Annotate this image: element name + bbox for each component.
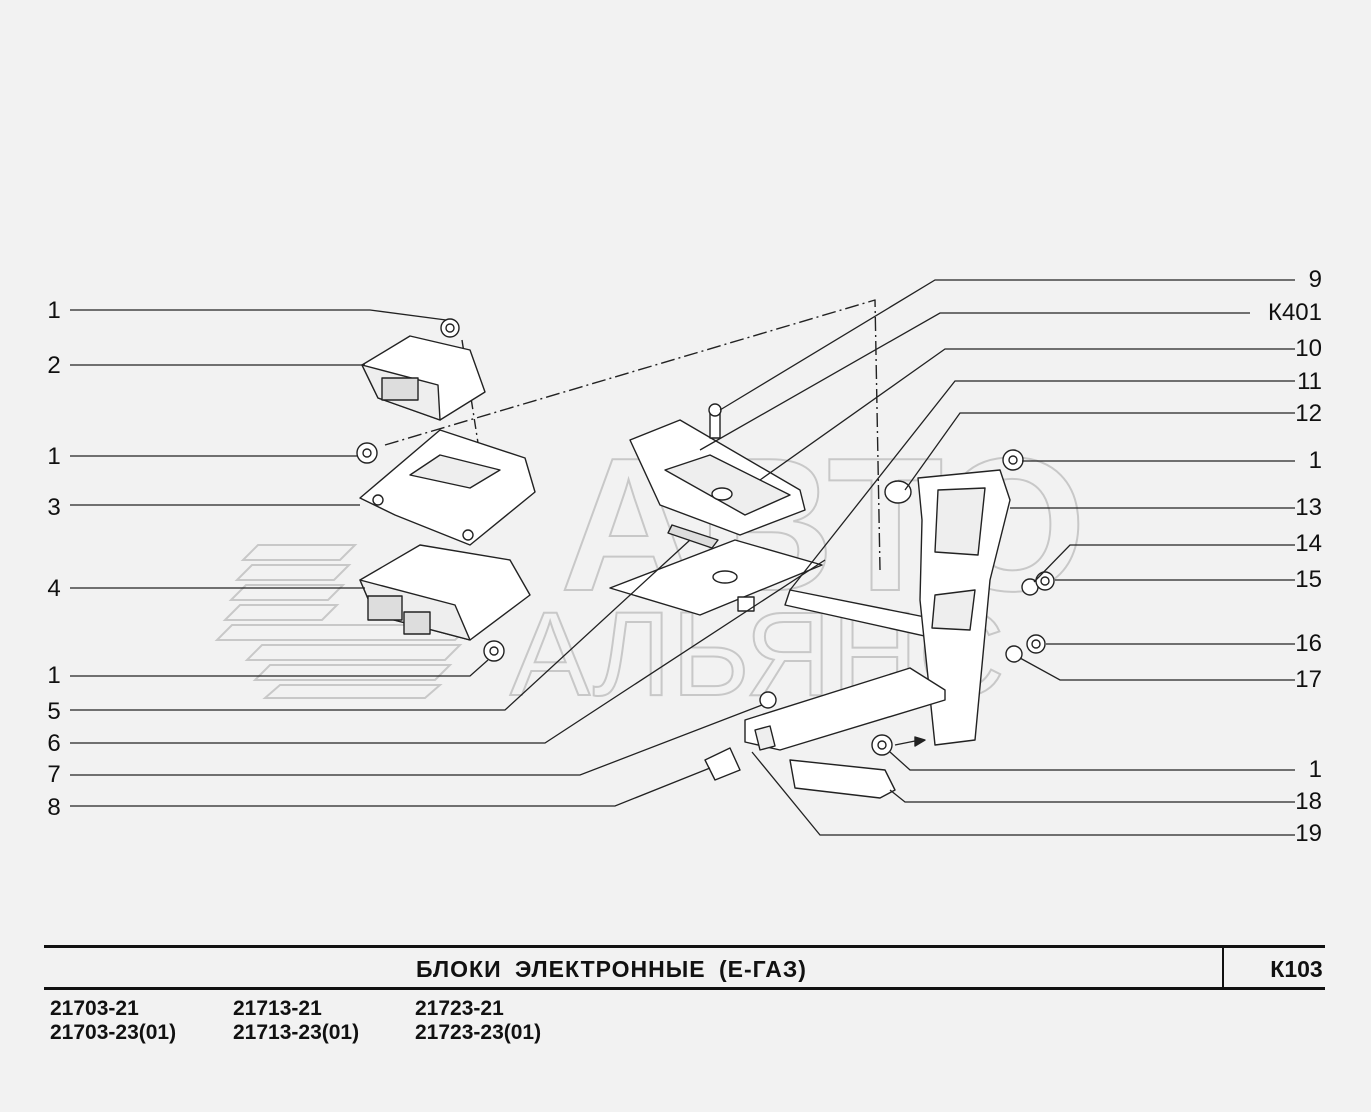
page-title: БЛОКИ ЭЛЕКТРОННЫЕ (Е-ГАЗ) bbox=[416, 956, 807, 982]
nut-15 bbox=[1035, 571, 1055, 591]
exploded-parts-diagram: АВТО АЛЬЯНС bbox=[70, 279, 1295, 836]
callout-right-6: 1 bbox=[1308, 447, 1322, 474]
control-unit-upper bbox=[361, 335, 486, 421]
callout-left-10: 8 bbox=[47, 794, 61, 821]
arrow bbox=[894, 740, 916, 746]
vertical-bracket bbox=[917, 469, 1011, 746]
control-unit-lower bbox=[359, 544, 531, 641]
bushing-12 bbox=[884, 480, 912, 504]
callout-right-5: 12 bbox=[1295, 400, 1322, 427]
screw-9 bbox=[708, 403, 722, 439]
model-number: 21723-23(01) bbox=[415, 1021, 542, 1044]
title-block: БЛОКИ ЭЛЕКТРОННЫЕ (Е-ГАЗ) К103 bbox=[44, 945, 1325, 990]
model-number: 21703-23(01) bbox=[50, 1021, 177, 1044]
nut-1-bottom bbox=[483, 640, 505, 662]
nut-7 bbox=[759, 691, 777, 709]
callout-right-10: 16 bbox=[1295, 630, 1322, 657]
callout-right-3: 10 bbox=[1295, 335, 1322, 362]
catalog-code: К103 bbox=[1270, 956, 1323, 982]
callout-right-2: К401 bbox=[1267, 299, 1322, 326]
clip-18 bbox=[789, 759, 896, 799]
title-divider bbox=[1222, 948, 1224, 987]
nut-1-bottom-right bbox=[871, 734, 893, 756]
callout-left-4: 3 bbox=[47, 494, 61, 521]
leader-lines bbox=[70, 279, 1295, 836]
bushing-8 bbox=[704, 747, 741, 781]
model-number: 21713-21 bbox=[233, 997, 322, 1020]
callout-right-14: 19 bbox=[1295, 820, 1322, 847]
callout-right-4: 11 bbox=[1297, 368, 1322, 395]
callout-right-13: 18 bbox=[1295, 788, 1322, 815]
watermark-logo-stripes bbox=[214, 544, 473, 699]
callout-right-9: 15 bbox=[1295, 566, 1322, 593]
callout-right-7: 13 bbox=[1295, 494, 1322, 521]
arrowhead bbox=[914, 736, 926, 747]
washer-17 bbox=[1005, 645, 1023, 663]
model-number: 21713-23(01) bbox=[233, 1021, 360, 1044]
callout-left-6: 1 bbox=[47, 662, 61, 689]
model-number: 21703-21 bbox=[50, 997, 139, 1020]
callout-left-1: 1 bbox=[47, 297, 61, 324]
base-plate bbox=[609, 539, 823, 616]
callout-left-5: 4 bbox=[47, 575, 61, 602]
assembly-axis-line bbox=[384, 299, 881, 571]
callout-left-2: 2 bbox=[47, 352, 61, 379]
callout-right-12: 1 bbox=[1308, 756, 1322, 783]
callout-right-8: 14 bbox=[1295, 530, 1322, 557]
callout-left-9: 7 bbox=[47, 761, 61, 788]
nut-1-top bbox=[440, 318, 460, 338]
callout-right-1: 9 bbox=[1308, 266, 1322, 293]
nut-1-right-top bbox=[1002, 449, 1024, 471]
model-number: 21723-21 bbox=[415, 997, 504, 1020]
nut-1-mid bbox=[356, 442, 378, 464]
callout-left-3: 1 bbox=[47, 443, 61, 470]
lower-bracket bbox=[744, 667, 946, 751]
ecu-module bbox=[629, 419, 806, 549]
callout-left-7: 5 bbox=[47, 698, 61, 725]
callout-right-11: 17 bbox=[1295, 666, 1322, 693]
mounting-bracket bbox=[359, 429, 536, 546]
nut-16 bbox=[1026, 634, 1046, 654]
callout-left-8: 6 bbox=[47, 730, 61, 757]
